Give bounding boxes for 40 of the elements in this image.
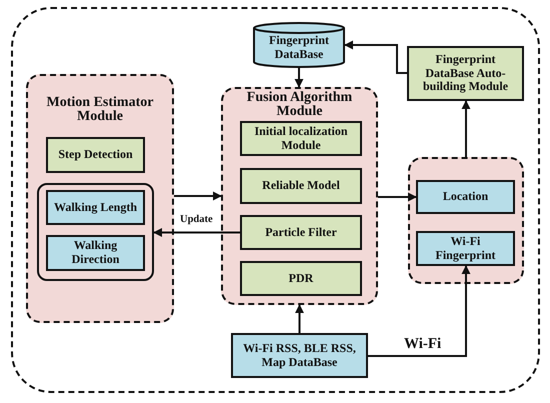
arrow bbox=[344, 40, 407, 74]
process-box bbox=[407, 46, 524, 101]
box-label: Step Detection bbox=[57, 148, 134, 162]
process-box bbox=[240, 215, 362, 250]
arrow bbox=[462, 100, 470, 157]
module-panel bbox=[408, 157, 524, 284]
process-box bbox=[240, 121, 362, 156]
process-box bbox=[240, 168, 362, 204]
data-box bbox=[416, 231, 515, 266]
group-box bbox=[37, 183, 154, 281]
box-label: Initial localization Module bbox=[254, 124, 348, 152]
box-label: Wi-Fi Fingerprint bbox=[434, 234, 496, 262]
process-box bbox=[46, 137, 145, 173]
box-label: Fingerprint DataBase bbox=[268, 34, 330, 62]
box-label: Walking Direction bbox=[70, 239, 120, 267]
arrow bbox=[295, 304, 304, 333]
module-panel bbox=[26, 74, 174, 323]
box-label: Particle Filter bbox=[264, 226, 338, 240]
arrow bbox=[368, 265, 470, 357]
box-label: PDR bbox=[288, 272, 314, 286]
system-boundary bbox=[11, 7, 540, 393]
data-box bbox=[231, 333, 368, 378]
data-box bbox=[416, 180, 515, 214]
edge-label: Update bbox=[178, 214, 215, 225]
module-title: Fusion Algorithm Module bbox=[246, 89, 354, 120]
box-label: Reliable Model bbox=[261, 179, 341, 193]
box-label: Fingerprint DataBase Auto-building Module bbox=[422, 52, 510, 94]
arrow bbox=[294, 68, 304, 88]
module-title: Motion Estimator Module bbox=[46, 94, 154, 125]
data-box bbox=[46, 190, 145, 225]
database-cylinder bbox=[253, 22, 345, 68]
data-box bbox=[46, 235, 145, 271]
box-label: Location bbox=[442, 190, 490, 204]
box-label: Walking Length bbox=[52, 200, 138, 214]
arrow bbox=[174, 192, 222, 200]
module-panel bbox=[221, 87, 378, 305]
box-label: Wi-Fi RSS, BLE RSS, Map DataBase bbox=[242, 342, 357, 370]
arrow bbox=[378, 192, 417, 202]
arrow bbox=[153, 228, 240, 237]
process-box bbox=[240, 261, 362, 296]
